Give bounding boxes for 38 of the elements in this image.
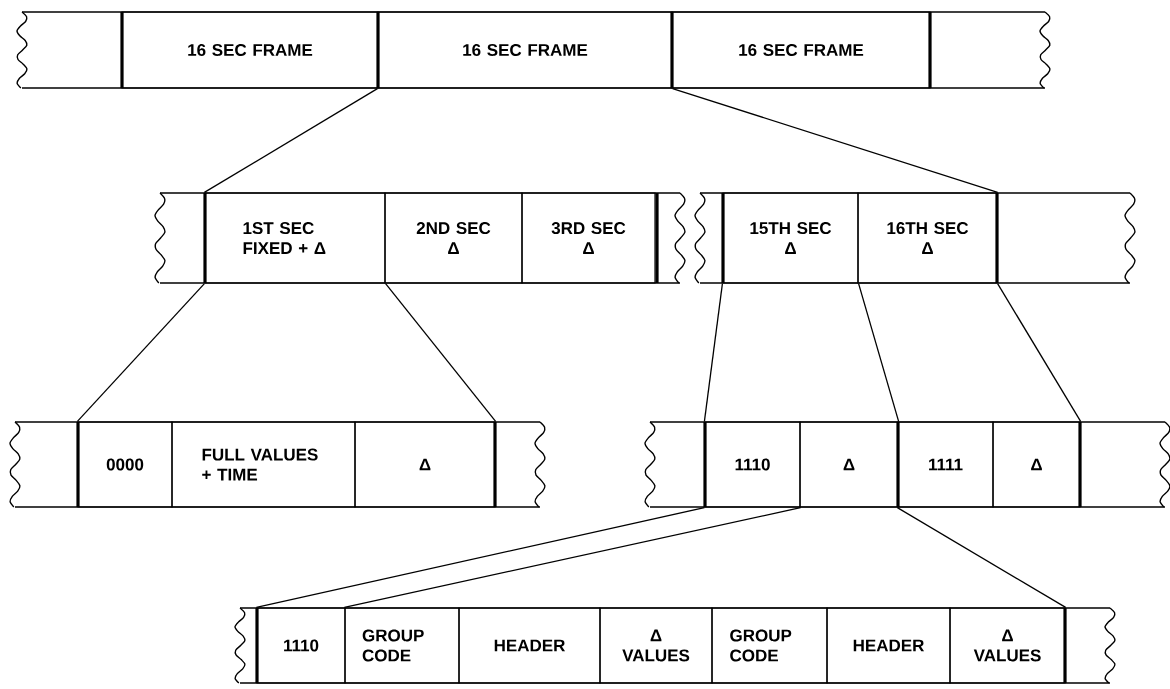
frame-cell: HEADER (826, 607, 951, 684)
tape-strip (16, 11, 1051, 89)
frame-cell: 3RD SEC Δ (521, 192, 656, 284)
frame-cell: 2ND SEC Δ (384, 192, 523, 284)
frame-cell: 16TH SEC Δ (857, 192, 998, 284)
frame-cell: 1ST SEC FIXED + Δ (204, 192, 386, 284)
leader-line (343, 506, 802, 609)
frame-cell: 16 SEC FRAME (671, 11, 931, 89)
frame-cell: Δ (799, 421, 899, 508)
leader-line (203, 87, 379, 194)
frame-cell: 15TH SEC Δ (722, 192, 859, 284)
frame-cell: Δ VALUES (599, 607, 713, 684)
frame-cell: 1110 (704, 421, 801, 508)
tape-strip (644, 421, 1170, 508)
frame-cell: GROUP CODE (344, 607, 460, 684)
frame-cell: FULL VALUES + TIME (171, 421, 356, 508)
frame-cell: 16 SEC FRAME (121, 11, 379, 89)
leader-line (996, 282, 1082, 423)
frame-cell: Δ (354, 421, 496, 508)
frame-cell: 16 SEC FRAME (377, 11, 673, 89)
leader-line (384, 282, 497, 423)
tape-strip (154, 192, 686, 284)
tape-strip (694, 192, 1136, 284)
frame-cell: 1111 (897, 421, 994, 508)
frame-cell: GROUP CODE (711, 607, 828, 684)
leader-line (76, 282, 206, 423)
frame-cell: Δ VALUES (949, 607, 1066, 684)
frame-cell: Δ (992, 421, 1081, 508)
tape-strip (9, 421, 546, 508)
leader-line (857, 282, 900, 423)
frame-cell: 0000 (77, 421, 173, 508)
leader-line (255, 506, 706, 609)
tape-strip (234, 607, 1116, 684)
leader-line (671, 87, 999, 194)
frame-cell: 1110 (256, 607, 346, 684)
leader-line (896, 506, 1067, 609)
leader-line (703, 282, 724, 423)
frame-cell: HEADER (458, 607, 601, 684)
